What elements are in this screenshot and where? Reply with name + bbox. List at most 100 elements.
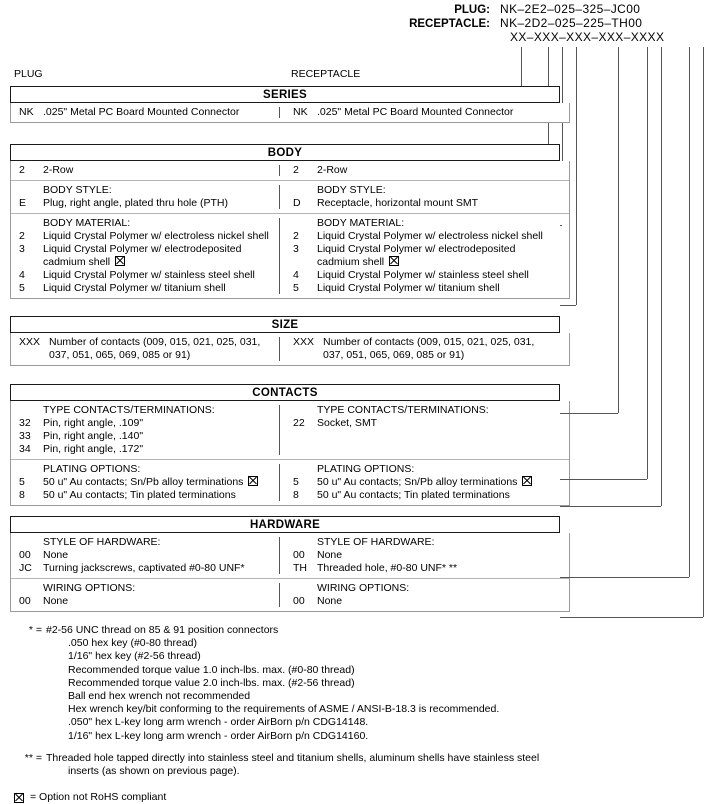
section-0-group-0-right-column: NK.025" Metal PC Board Mounted Connector	[279, 103, 569, 122]
column-caption-plug: PLUG	[14, 68, 43, 80]
section-title-hardware: HARDWARE	[10, 516, 560, 533]
option-description: Pin, right angle, .172"	[43, 443, 144, 455]
option-row: 00 None	[19, 595, 275, 608]
footnote-text: inserts (as shown on previous page).	[68, 765, 240, 778]
section-title-body: BODY	[10, 144, 560, 161]
option-code: 00	[293, 549, 305, 561]
option-description: 50 u" Au contacts; Sn/Pb alloy terminati…	[317, 476, 565, 489]
leader-vline-size	[618, 47, 619, 413]
part-number-label-plug: PLUG:	[454, 4, 490, 16]
option-code: 33	[19, 430, 31, 442]
option-group-header: WIRING OPTIONS:	[317, 582, 410, 594]
footnote-marker	[16, 703, 46, 716]
footnote-text: 1/16" hex key (#2-56 thread)	[68, 650, 201, 663]
option-code: 32	[19, 417, 31, 429]
footnote-line: Hex wrench key/bit conforming to the req…	[16, 703, 546, 716]
rohs-not-compliant-icon	[389, 256, 400, 266]
option-description: Number of contacts (009, 015, 021, 025, …	[49, 336, 261, 348]
leader-return-3	[560, 305, 576, 306]
option-row: 32 Pin, right angle, .109"	[19, 417, 275, 430]
option-description: Turning jackscrews, captivated #0-80 UNF…	[43, 562, 245, 574]
option-description-continued: 037, 051, 065, 069, 085 or 91)	[49, 349, 191, 361]
footnote-line: * =#2-56 UNC thread on 85 & 91 position …	[16, 624, 546, 637]
option-code: NK	[293, 106, 308, 118]
option-group-header: PLATING OPTIONS:	[317, 463, 415, 475]
option-code: 00	[19, 549, 31, 561]
footnote-text: Ball end hex wrench not recommended	[68, 690, 251, 703]
option-description: 2-Row	[43, 164, 74, 176]
option-description: Plug, right angle, plated thru hole (PTH…	[43, 197, 229, 209]
option-description: Receptacle, horizontal mount SMT	[317, 197, 479, 209]
option-description: Pin, right angle, .109"	[43, 417, 144, 429]
option-code: TH	[293, 562, 307, 574]
rohs-not-compliant-icon	[248, 476, 259, 486]
option-code: 2	[19, 164, 25, 176]
option-description: 50 u" Au contacts; Tin plated terminatio…	[43, 489, 236, 501]
option-code: NK	[19, 106, 34, 118]
option-description: Liquid Crystal Polymer w/ electroless ni…	[317, 230, 543, 242]
leader-vline-body-material	[576, 47, 577, 305]
option-description: Liquid Crystal Polymer w/ electroless ni…	[43, 230, 269, 242]
footnote-text: Recommended torque value 2.0 inch-lbs. m…	[68, 676, 355, 689]
footnote-line: inserts (as shown on previous page).	[16, 765, 546, 778]
part-number-row-receptacle: RECEPTACLE: NK–2D2–025–225–TH00	[390, 16, 710, 30]
option-row: 5 Liquid Crystal Polymer w/ titanium shel…	[19, 282, 275, 295]
rohs-legend-text: = Option not RoHS compliant	[30, 791, 167, 803]
footnote-text: 1/16" hex L-key long arm wrench - order …	[68, 729, 369, 742]
footnote-text: Recommended torque value 1.0 inch-lbs. m…	[68, 663, 355, 676]
footnote-text: .050 hex key (#0-80 thread)	[68, 637, 197, 650]
option-row: XXX Number of contacts (009, 015, 021, 02…	[19, 336, 275, 349]
option-code: 5	[19, 282, 25, 294]
footnote-marker	[16, 664, 46, 677]
footnotes: * =#2-56 UNC thread on 85 & 91 position …	[16, 624, 546, 778]
option-group: XXX Number of contacts (009, 015, 021, 02…	[11, 333, 569, 365]
section-2-group-0-left-column: XXX Number of contacts (009, 015, 021, 02…	[11, 333, 279, 365]
option-description: None	[43, 595, 69, 607]
footnote-marker: ** =	[24, 751, 42, 764]
footnote-line: ** =Threaded hole tapped directly into s…	[16, 752, 546, 765]
section-body-size: XXX Number of contacts (009, 015, 021, 02…	[10, 333, 570, 366]
option-description: 2-Row	[317, 164, 348, 176]
option-code: D	[293, 197, 301, 209]
option-code: 00	[19, 595, 31, 607]
footnote-line: Recommended torque value 2.0 inch-lbs. m…	[16, 677, 546, 690]
section-title-contacts: CONTACTS	[10, 384, 560, 401]
option-code: 8	[19, 489, 25, 501]
rohs-not-compliant-icon	[115, 256, 126, 266]
leader-vline-contacts-plating	[661, 47, 662, 506]
option-description: None	[317, 595, 343, 607]
option-description: Liquid Crystal Polymer w/ titanium shell	[43, 282, 226, 294]
leader-return-4	[560, 413, 618, 414]
footnote-line: 1/16" hex L-key long arm wrench - order …	[16, 730, 546, 743]
option-code: XXX	[19, 336, 41, 348]
column-caption-receptacle: RECEPTACLE	[291, 68, 361, 80]
option-code: 5	[293, 282, 299, 294]
footnote-line: Ball end hex wrench not recommended	[16, 690, 546, 703]
part-number-label-receptacle: RECEPTACLE:	[409, 18, 490, 30]
option-description: Liquid Crystal Polymer w/ electrodeposit…	[43, 243, 242, 255]
option-group-header: STYLE OF HARDWARE:	[317, 536, 435, 548]
option-columns: XXX Number of contacts (009, 015, 021, 02…	[11, 333, 569, 365]
